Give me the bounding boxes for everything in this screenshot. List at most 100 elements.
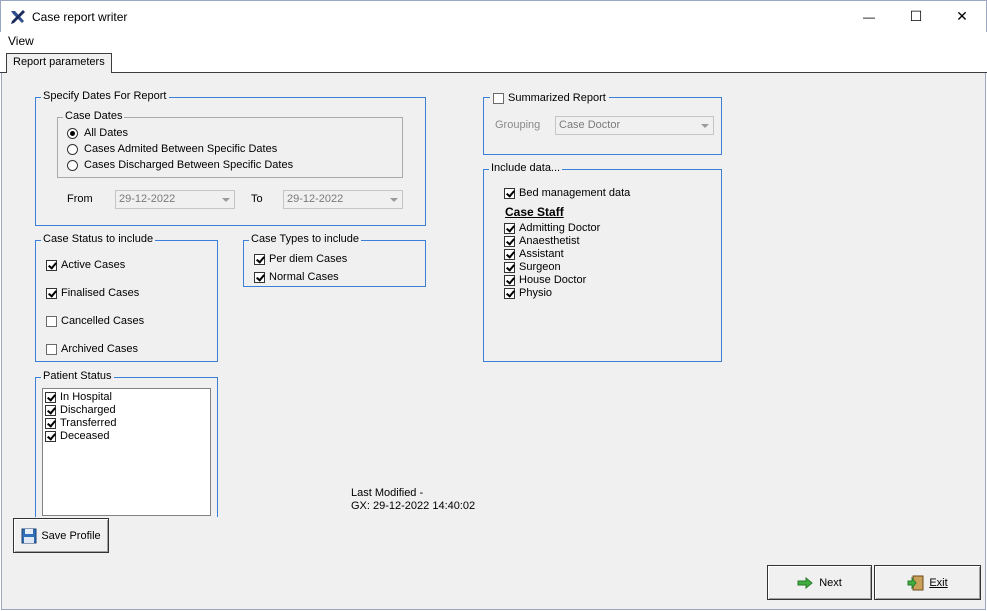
radio-admitted-between[interactable]: Cases Admited Between Specific Dates bbox=[67, 143, 277, 155]
radio-button[interactable] bbox=[67, 127, 78, 139]
radio-label: Cases Discharged Between Specific Dates bbox=[84, 159, 294, 171]
checkbox[interactable] bbox=[45, 391, 56, 403]
checkbox-label: Physio bbox=[519, 287, 553, 299]
chevron-down-icon bbox=[701, 124, 709, 128]
checkbox-bed-management[interactable]: Bed management data bbox=[504, 187, 630, 199]
checkbox[interactable] bbox=[504, 261, 515, 273]
checkbox-assistant[interactable]: Assistant bbox=[504, 248, 564, 260]
radio-button[interactable] bbox=[67, 159, 78, 171]
checkbox[interactable] bbox=[45, 430, 56, 442]
checkbox[interactable] bbox=[504, 248, 515, 260]
checkbox[interactable] bbox=[504, 235, 515, 247]
list-item-in-hospital[interactable]: In Hospital bbox=[45, 391, 112, 403]
checkbox-label: Bed management data bbox=[519, 187, 631, 199]
minimize-button[interactable]: — bbox=[846, 1, 892, 32]
grouping-value: Case Doctor bbox=[559, 119, 621, 131]
summarized-report-group: Summarized Report Grouping Case Doctor bbox=[483, 92, 722, 155]
checkbox[interactable] bbox=[46, 287, 57, 299]
checkbox-label: Surgeon bbox=[519, 261, 561, 273]
include-data-title: Include data... bbox=[489, 162, 563, 174]
dates-group: Specify Dates For Report Case Dates All … bbox=[35, 90, 426, 226]
exit-door-icon bbox=[907, 575, 924, 590]
exit-button[interactable]: Exit bbox=[874, 565, 981, 600]
to-label: To bbox=[251, 193, 263, 205]
checkbox-finalised-cases[interactable]: Finalised Cases bbox=[46, 287, 139, 299]
checkbox[interactable] bbox=[504, 287, 515, 299]
menu-view[interactable]: View bbox=[8, 34, 34, 48]
checkbox-active-cases[interactable]: Active Cases bbox=[46, 259, 125, 271]
close-icon: ✕ bbox=[956, 8, 968, 24]
case-status-title: Case Status to include bbox=[41, 233, 156, 245]
case-status-group: Case Status to include Active Cases Fina… bbox=[35, 233, 218, 362]
checkbox[interactable] bbox=[45, 404, 56, 416]
last-modified-value: GX: 29-12-2022 14:40:02 bbox=[351, 500, 476, 512]
list-item-deceased[interactable]: Deceased bbox=[45, 430, 110, 442]
save-profile-button[interactable]: Save Profile bbox=[13, 518, 109, 553]
from-date-picker[interactable]: 29-12-2022 bbox=[115, 190, 235, 209]
checkbox-cancelled-cases[interactable]: Cancelled Cases bbox=[46, 315, 144, 327]
radio-all-dates[interactable]: All Dates bbox=[67, 127, 128, 139]
from-date-value: 29-12-2022 bbox=[119, 193, 176, 205]
patient-status-title: Patient Status bbox=[41, 370, 114, 382]
checkbox-label: Transferred bbox=[60, 417, 117, 429]
checkbox[interactable] bbox=[504, 274, 515, 286]
checkbox[interactable] bbox=[254, 271, 265, 283]
save-profile-label: Save Profile bbox=[41, 529, 101, 542]
patient-status-list[interactable]: In Hospital Discharged Transferred Decea… bbox=[42, 388, 211, 516]
checkbox-label: Summarized Report bbox=[508, 92, 606, 104]
list-item-discharged[interactable]: Discharged bbox=[45, 404, 116, 416]
checkbox[interactable] bbox=[45, 417, 56, 429]
checkbox[interactable] bbox=[46, 315, 57, 327]
checkbox[interactable] bbox=[46, 259, 57, 271]
checkbox-summarized-report[interactable]: Summarized Report bbox=[490, 92, 609, 104]
dates-group-title: Specify Dates For Report bbox=[41, 90, 169, 102]
grouping-select[interactable]: Case Doctor bbox=[555, 116, 714, 135]
case-dates-group: Case Dates All Dates Cases Admited Betwe… bbox=[57, 110, 403, 178]
tools-icon bbox=[11, 10, 25, 24]
close-button[interactable]: ✕ bbox=[939, 1, 985, 32]
checkbox[interactable] bbox=[504, 222, 515, 234]
checkbox-label: Archived Cases bbox=[61, 343, 139, 355]
from-label: From bbox=[67, 193, 93, 205]
checkbox-normal-cases[interactable]: Normal Cases bbox=[254, 271, 339, 283]
checkbox-label: Deceased bbox=[60, 430, 110, 442]
next-button[interactable]: Next bbox=[767, 565, 872, 600]
to-date-value: 29-12-2022 bbox=[287, 193, 344, 205]
patient-status-group: Patient Status In Hospital Discharged Tr… bbox=[35, 370, 218, 517]
next-label: Next bbox=[819, 576, 842, 589]
checkbox-anaesthetist[interactable]: Anaesthetist bbox=[504, 235, 580, 247]
radio-button[interactable] bbox=[67, 143, 78, 155]
chevron-down-icon bbox=[390, 198, 398, 202]
checkbox-label: Anaesthetist bbox=[519, 235, 580, 247]
checkbox[interactable] bbox=[254, 253, 265, 265]
checkbox-archived-cases[interactable]: Archived Cases bbox=[46, 343, 138, 355]
tab-strip: Report parameters bbox=[0, 50, 987, 74]
save-icon bbox=[21, 528, 37, 543]
checkbox[interactable] bbox=[504, 187, 515, 199]
checkbox-house-doctor[interactable]: House Doctor bbox=[504, 274, 586, 286]
report-parameters-panel: Specify Dates For Report Case Dates All … bbox=[1, 73, 986, 610]
checkbox-label: Active Cases bbox=[61, 259, 126, 271]
radio-label: All Dates bbox=[84, 127, 129, 139]
exit-label: Exit bbox=[929, 576, 948, 589]
maximize-icon: ☐ bbox=[909, 8, 923, 24]
tab-report-parameters[interactable]: Report parameters bbox=[6, 53, 112, 74]
checkbox-surgeon[interactable]: Surgeon bbox=[504, 261, 561, 273]
title-bar: Case report writer — ☐ ✕ bbox=[0, 0, 987, 32]
to-date-picker[interactable]: 29-12-2022 bbox=[283, 190, 403, 209]
chevron-down-icon bbox=[222, 198, 230, 202]
checkbox-physio[interactable]: Physio bbox=[504, 287, 552, 299]
checkbox[interactable] bbox=[493, 92, 504, 104]
checkbox-per-diem-cases[interactable]: Per diem Cases bbox=[254, 253, 347, 265]
checkbox-label: Normal Cases bbox=[269, 271, 339, 283]
minimize-icon: — bbox=[863, 9, 875, 24]
checkbox[interactable] bbox=[46, 343, 57, 355]
list-item-transferred[interactable]: Transferred bbox=[45, 417, 116, 429]
checkbox-admitting-doctor[interactable]: Admitting Doctor bbox=[504, 222, 600, 234]
checkbox-label: Assistant bbox=[519, 248, 564, 260]
radio-discharged-between[interactable]: Cases Discharged Between Specific Dates bbox=[67, 159, 293, 171]
case-staff-heading: Case Staff bbox=[505, 205, 564, 219]
include-data-group: Include data... Bed management data Case… bbox=[483, 162, 722, 362]
case-dates-title: Case Dates bbox=[63, 110, 125, 122]
maximize-button[interactable]: ☐ bbox=[893, 1, 939, 32]
